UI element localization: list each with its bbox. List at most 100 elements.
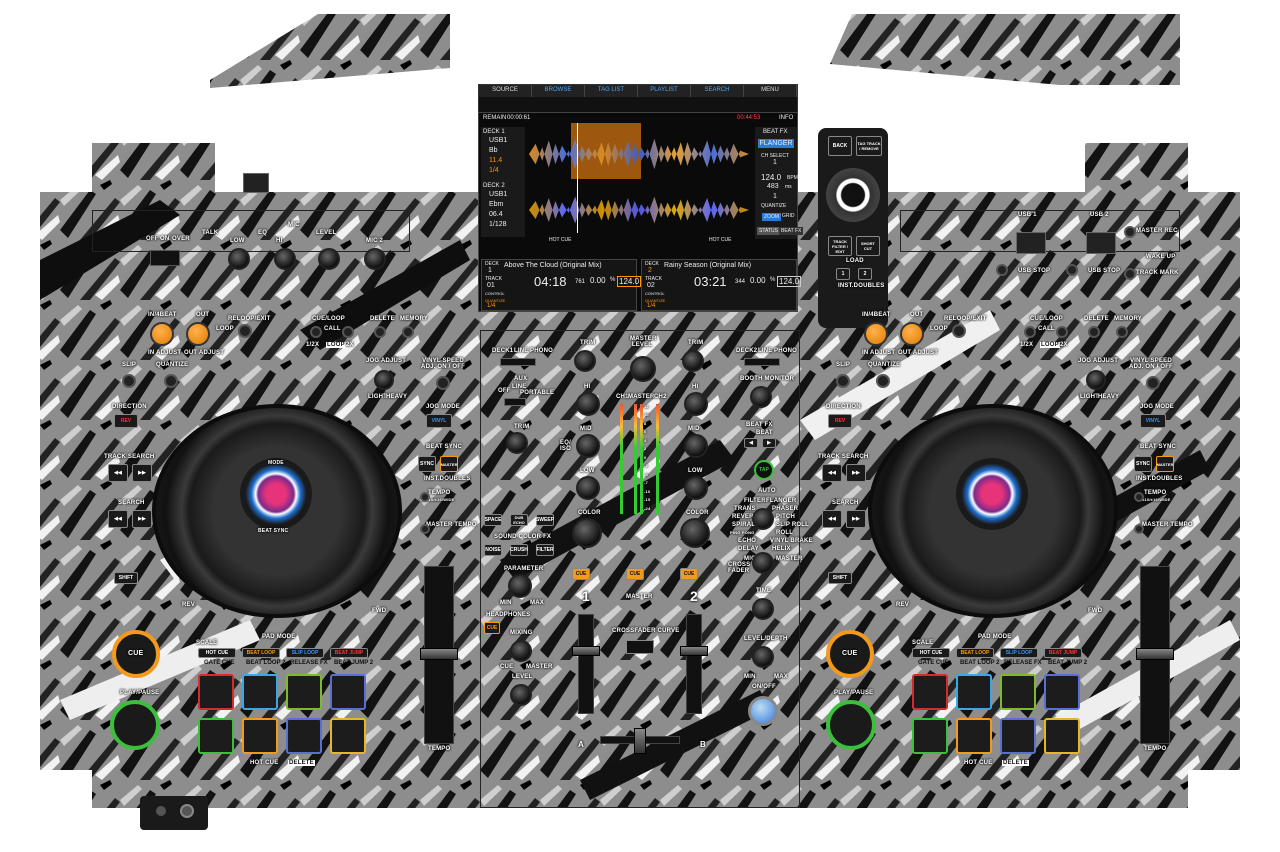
track-filter-button[interactable]: TRACK FILTER / EDIT — [828, 236, 852, 256]
fx-channel-selector[interactable] — [752, 552, 774, 574]
r-vinyl-speed-button[interactable] — [1146, 376, 1160, 390]
mx-hp-level-knob[interactable] — [510, 684, 532, 706]
l-pad-1[interactable] — [198, 674, 234, 710]
mx-parameter-knob[interactable] — [508, 574, 532, 598]
mx-color-2-knob[interactable] — [680, 518, 710, 548]
l-quantize-button[interactable] — [164, 374, 178, 388]
l-tempo-fader-cap[interactable] — [420, 648, 458, 660]
l-tempo-range-button[interactable] — [420, 492, 430, 502]
r-jog-adjust-knob[interactable] — [1086, 370, 1106, 390]
mx-fx-space[interactable]: SPACE — [484, 514, 502, 526]
mx-crossfader-cap[interactable] — [634, 728, 646, 754]
l-play-pause-button[interactable] — [110, 700, 160, 750]
r-hot-cue-mode[interactable]: HOT CUE — [912, 648, 950, 658]
mx-ch1-fader[interactable] — [578, 614, 594, 714]
mx-master-level-knob[interactable] — [630, 356, 656, 382]
l-track-search-back[interactable]: ◀◀ — [108, 464, 128, 482]
mx-input-switch-1[interactable] — [500, 358, 536, 366]
short-cut-button[interactable]: SHORT CUT — [856, 236, 880, 256]
l-jog-adjust-knob[interactable] — [374, 370, 394, 390]
tab-search[interactable]: SEARCH — [691, 85, 744, 97]
tag-track-button[interactable]: TAG TRACK / REMOVE — [856, 136, 882, 156]
mx-fx-filter[interactable]: FILTER — [536, 544, 554, 556]
l-sync-button[interactable]: SYNC — [418, 456, 436, 472]
master-rec-button[interactable] — [1124, 226, 1136, 238]
r-pad-8[interactable] — [1044, 718, 1080, 754]
mx-cue-1-button[interactable]: CUE — [572, 568, 590, 580]
mx-hi-1-knob[interactable] — [576, 392, 600, 416]
r-beat-loop-mode[interactable]: BEAT LOOP — [956, 648, 994, 658]
l-pad-3[interactable] — [286, 674, 322, 710]
tab-playlist[interactable]: PLAYLIST — [638, 85, 691, 97]
l-search-back[interactable]: ◀◀ — [108, 510, 128, 528]
r-shift-button[interactable]: SHIFT — [828, 572, 852, 584]
l-pad-7[interactable] — [286, 718, 322, 754]
fx-input-switch-2[interactable] — [744, 358, 780, 366]
r-delete-button[interactable] — [1088, 326, 1100, 338]
r-beat-jump-mode[interactable]: BEAT JUMP — [1044, 648, 1082, 658]
mic-level-knob[interactable] — [318, 248, 340, 270]
fx-type-selector[interactable] — [752, 508, 774, 530]
phone-jack[interactable] — [180, 804, 194, 818]
r-tempo-fader-cap[interactable] — [1136, 648, 1174, 660]
mx-aux-trim-knob[interactable] — [506, 432, 528, 454]
l-beat-jump-mode[interactable]: BEAT JUMP — [330, 648, 368, 658]
r-cue-button[interactable] — [826, 630, 874, 678]
mic2-level-knob[interactable] — [364, 248, 386, 270]
l-loop-in-button[interactable] — [150, 322, 174, 346]
beatfx-effect[interactable]: FLANGER — [758, 139, 794, 148]
l-hot-cue-mode[interactable]: HOT CUE — [198, 648, 236, 658]
mx-cue-master-button[interactable]: CUE — [626, 568, 644, 580]
mx-low-1-knob[interactable] — [576, 476, 600, 500]
grid-button[interactable]: GRID — [782, 213, 795, 219]
tab-source[interactable]: SOURCE — [479, 85, 532, 97]
r-search-back[interactable]: ◀◀ — [822, 510, 842, 528]
l-vinyl-button[interactable]: VINYL — [426, 414, 452, 428]
l-loop-out-button[interactable] — [186, 322, 210, 346]
r-loop-in-button[interactable] — [864, 322, 888, 346]
r-quantize-button[interactable] — [876, 374, 890, 388]
back-button[interactable]: BACK — [828, 136, 852, 156]
tab-browse[interactable]: BROWSE — [532, 85, 585, 97]
mx-crossfader-curve-switch[interactable] — [626, 640, 654, 654]
mx-fx-dub-echo[interactable]: DUB ECHO — [510, 514, 528, 526]
usb1-stop-button[interactable] — [996, 264, 1008, 276]
fx-beat-down[interactable]: ◀ — [744, 438, 758, 448]
mx-mid-1-knob[interactable] — [576, 434, 600, 458]
r-loop-out-button[interactable] — [900, 322, 924, 346]
fx-on-off-button[interactable] — [748, 696, 778, 726]
r-cue-loop-fwd[interactable] — [1056, 326, 1068, 338]
mic-eq-hi-knob[interactable] — [274, 248, 296, 270]
mx-aux-switch[interactable] — [504, 398, 526, 406]
r-slip-loop-mode[interactable]: SLIP LOOP — [1000, 648, 1038, 658]
r-pad-5[interactable] — [912, 718, 948, 754]
tab-tag-list[interactable]: TAG LIST — [585, 85, 638, 97]
rotary-selector[interactable] — [826, 168, 880, 222]
fx-tap-button[interactable]: TAP — [754, 460, 774, 480]
usb2-stop-button[interactable] — [1066, 264, 1078, 276]
tab-menu[interactable]: MENU — [744, 85, 797, 97]
r-pad-6[interactable] — [956, 718, 992, 754]
r-master-button[interactable]: MASTER — [1156, 456, 1174, 472]
l-cue-loop-back[interactable] — [310, 326, 322, 338]
r-track-search-fwd[interactable]: ▶▶ — [846, 464, 866, 482]
usb1-port[interactable] — [1016, 232, 1046, 254]
r-rev-button[interactable]: REV — [828, 414, 852, 428]
l-memory-button[interactable] — [402, 326, 414, 338]
mx-fx-sweep[interactable]: SWEEP — [536, 514, 554, 526]
usb2-port[interactable] — [1086, 232, 1116, 254]
l-reloop-button[interactable] — [238, 324, 252, 338]
mx-trim-2-knob[interactable] — [682, 350, 704, 372]
mic-eq-low-knob[interactable] — [228, 248, 250, 270]
l-pad-2[interactable] — [242, 674, 278, 710]
r-memory-button[interactable] — [1116, 326, 1128, 338]
r-pad-4[interactable] — [1044, 674, 1080, 710]
r-sync-button[interactable]: SYNC — [1134, 456, 1152, 472]
r-track-search-back[interactable]: ◀◀ — [822, 464, 842, 482]
l-pad-5[interactable] — [198, 718, 234, 754]
fx-booth-monitor-knob[interactable] — [750, 386, 772, 408]
r-search-fwd[interactable]: ▶▶ — [846, 510, 866, 528]
mini-jack[interactable] — [156, 806, 166, 816]
r-slip-button[interactable] — [836, 374, 850, 388]
l-pad-6[interactable] — [242, 718, 278, 754]
